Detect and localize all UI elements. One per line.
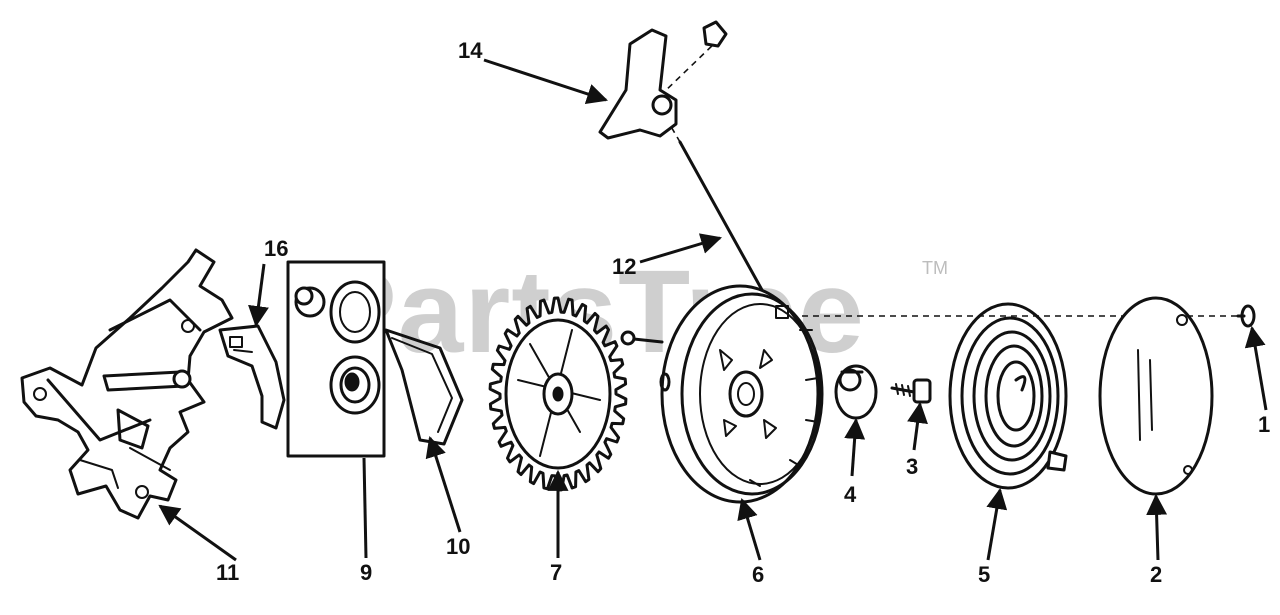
callout-9: 9 xyxy=(360,560,372,585)
callout-6: 6 xyxy=(752,562,764,587)
part-12-rope xyxy=(620,140,774,346)
callout-1: 1 xyxy=(1258,412,1270,437)
part-16-pawl xyxy=(218,324,286,430)
part-14-handle xyxy=(598,20,728,140)
callout-7: 7 xyxy=(550,560,562,585)
callout-4: 4 xyxy=(844,482,857,507)
part-9-plate xyxy=(286,260,386,458)
part-11-bracket xyxy=(20,248,234,520)
leader-lines xyxy=(158,58,1268,562)
callout-3: 3 xyxy=(906,454,918,479)
part-7-gear xyxy=(488,296,628,492)
part-5-recoil-spring xyxy=(948,302,1068,490)
callout-14: 14 xyxy=(458,38,483,63)
handle-knot-dashed-line xyxy=(659,39,719,97)
callout-16: 16 xyxy=(264,236,288,261)
part-2-cover xyxy=(1098,296,1214,496)
part-6-pulley xyxy=(659,284,824,504)
part-3-screw xyxy=(890,378,932,404)
callout-12: 12 xyxy=(612,254,636,279)
watermark-trademark: TM xyxy=(922,258,948,278)
callout-10: 10 xyxy=(446,534,470,559)
part-1-screw xyxy=(1236,304,1256,328)
callout-2: 2 xyxy=(1150,562,1162,587)
part-4-bushing xyxy=(834,364,878,420)
callout-5: 5 xyxy=(978,562,990,587)
callout-11: 11 xyxy=(216,560,239,585)
